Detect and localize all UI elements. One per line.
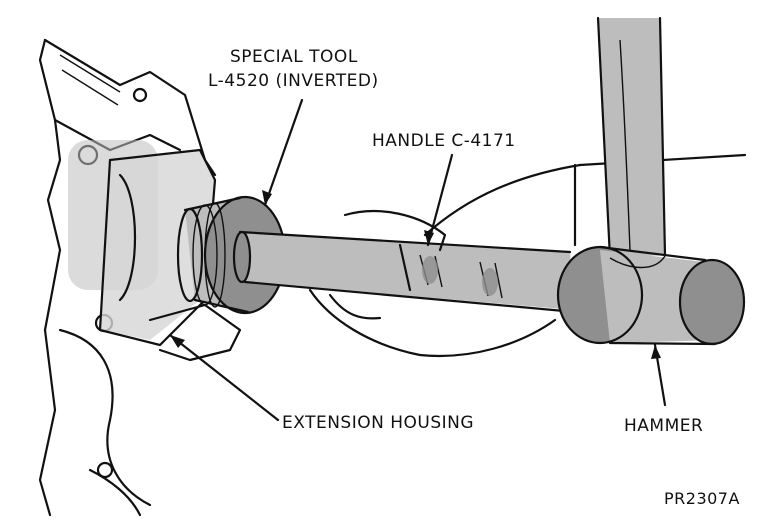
- label-special-tool-line2: L-4520 (INVERTED): [208, 71, 379, 91]
- leader-extension-housing: [168, 333, 280, 422]
- label-special-tool-line1: SPECIAL TOOL: [230, 47, 358, 67]
- hammer: [556, 16, 746, 346]
- leader-hammer: [651, 343, 667, 407]
- handle-c4171: [232, 230, 577, 314]
- figure-id: PR2307A: [664, 489, 740, 508]
- label-handle: HANDLE C-4171: [372, 131, 516, 151]
- leader-special-tool: [262, 98, 304, 207]
- label-hammer: HAMMER: [624, 416, 703, 436]
- leader-handle: [424, 153, 454, 247]
- label-extension-housing: EXTENSION HOUSING: [282, 413, 474, 433]
